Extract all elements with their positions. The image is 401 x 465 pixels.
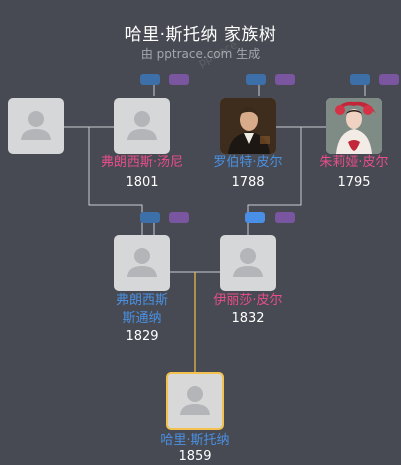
expand-mother-toggle[interactable] [275, 212, 295, 223]
person-placeholder-icon [180, 386, 210, 415]
expand-father-toggle[interactable] [245, 212, 265, 223]
person-name[interactable]: 朱莉娅·皮尔 [319, 155, 389, 170]
person-card-julia-pierre[interactable] [326, 98, 382, 154]
person-birth-year: 1795 [337, 175, 371, 190]
expand-father-toggle[interactable] [140, 212, 160, 223]
person-name[interactable]: 弗朗西斯·汤尼 [100, 155, 184, 170]
expand-mother-toggle[interactable] [379, 74, 399, 85]
person-placeholder-icon [21, 111, 51, 140]
expand-mother-toggle[interactable] [169, 74, 189, 85]
page-subtitle: 由 pptrace.com 生成 [140, 47, 261, 61]
person-card-elisa-pierre[interactable] [220, 235, 276, 291]
expand-mother-toggle[interactable] [275, 74, 295, 85]
expand-mother-toggle[interactable] [169, 212, 189, 223]
person-name[interactable]: 罗伯特·皮尔 [213, 155, 283, 170]
page-title: 哈里·斯托纳 家族树 [124, 25, 277, 45]
person-birth-year: 1832 [231, 311, 265, 326]
person-placeholder-icon [127, 111, 157, 140]
portrait-robert-pierre [220, 98, 276, 154]
person-card-robert-pierre[interactable] [220, 98, 276, 154]
person-card-unknown[interactable] [8, 98, 64, 154]
person-birth-year: 1801 [125, 175, 159, 190]
person-placeholder-icon [127, 248, 157, 277]
person-name-line1[interactable]: 弗朗西斯 [115, 293, 168, 308]
person-birth-year: 1788 [231, 175, 265, 190]
expand-father-toggle[interactable] [140, 74, 160, 85]
person-card-francis-tony[interactable] [114, 98, 170, 154]
person-birth-year: 1829 [125, 329, 159, 344]
person-card-harry-stona[interactable] [166, 372, 224, 430]
person-name-line2[interactable]: 斯通纳 [122, 311, 162, 326]
expand-father-toggle[interactable] [350, 74, 370, 85]
person-card-francis-stona[interactable] [114, 235, 170, 291]
person-name[interactable]: 哈里·斯托纳 [160, 433, 230, 448]
person-placeholder-icon [233, 248, 263, 277]
person-birth-year: 1859 [178, 449, 212, 464]
portrait-julia-pierre [326, 98, 382, 154]
person-name[interactable]: 伊丽莎·皮尔 [213, 293, 283, 308]
expand-father-toggle[interactable] [246, 74, 266, 85]
